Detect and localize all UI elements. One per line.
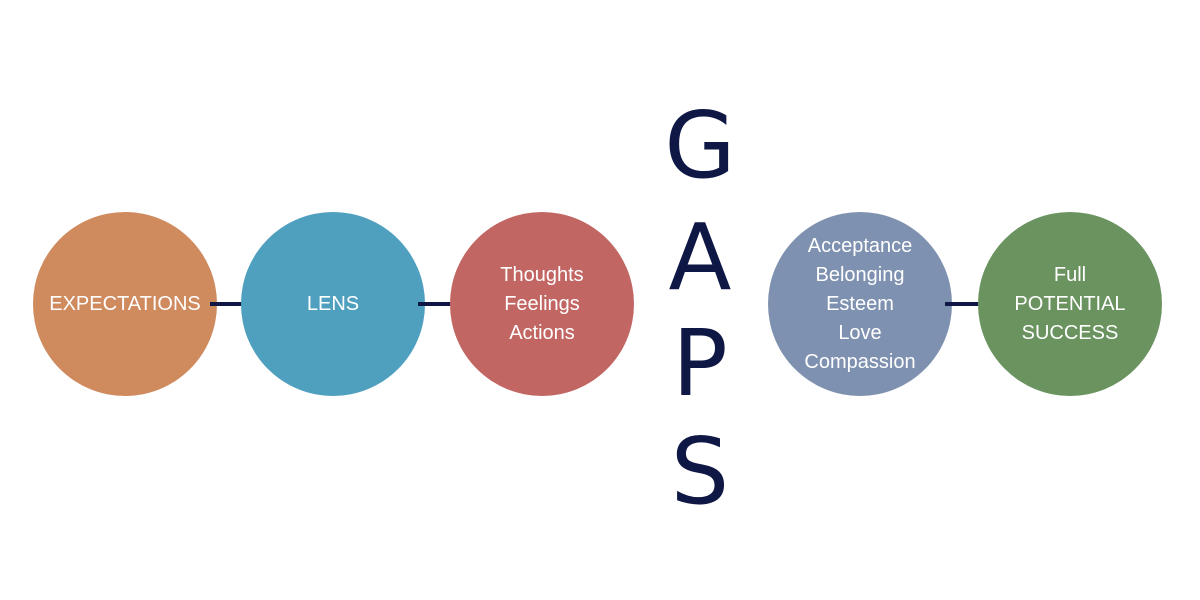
node-lens-line-1: LENS — [306, 292, 360, 315]
node-thoughts-line-2: Feelings — [504, 292, 580, 315]
node-thoughts-line-1: Thoughts — [500, 263, 584, 286]
gaps-letter-g: G — [664, 92, 736, 199]
gaps-letter-a: A — [668, 204, 732, 311]
node-acceptance: Acceptance Belonging Esteem Love Compass… — [768, 212, 952, 396]
gaps-letter-s: S — [670, 418, 730, 525]
node-acceptance-line-3: Esteem — [826, 292, 894, 315]
node-acceptance-line-2: Belonging — [815, 263, 905, 286]
node-full: Full POTENTIAL SUCCESS — [978, 212, 1162, 396]
node-expectations-line-1: EXPECTATIONS — [49, 292, 201, 315]
node-expectations: EXPECTATIONS — [33, 212, 217, 396]
node-acceptance-line-1: Acceptance — [807, 234, 913, 257]
node-full-line-2: POTENTIAL — [1014, 292, 1126, 315]
node-acceptance-line-5: Compassion — [804, 350, 916, 373]
node-thoughts-line-3: Actions — [509, 321, 575, 344]
node-thoughts: Thoughts Feelings Actions — [450, 212, 634, 396]
node-full-line-1: Full — [1053, 263, 1087, 286]
node-lens: LENS — [241, 212, 425, 396]
node-acceptance-line-4: Love — [838, 321, 882, 344]
gaps-letter-p: P — [672, 310, 728, 417]
node-full-line-3: SUCCESS — [1021, 321, 1119, 344]
